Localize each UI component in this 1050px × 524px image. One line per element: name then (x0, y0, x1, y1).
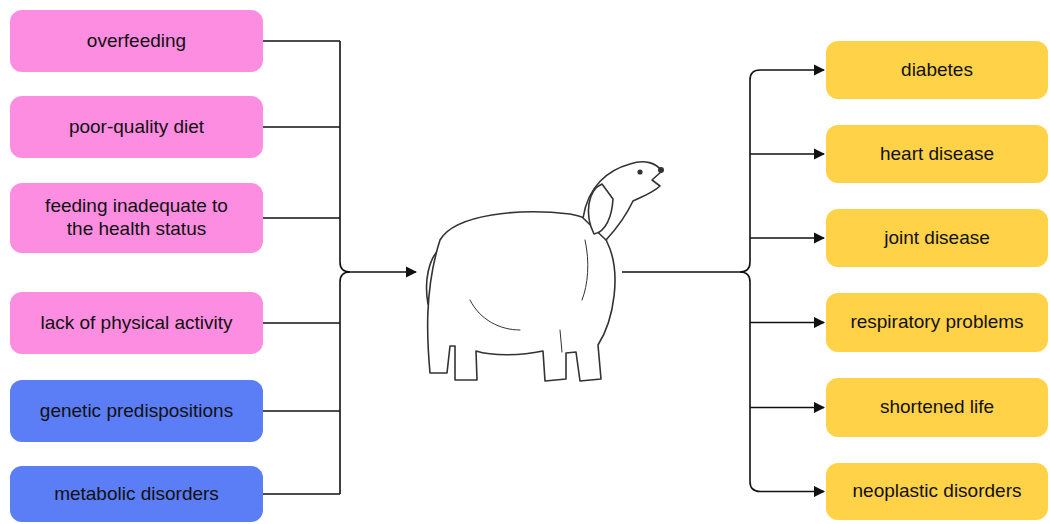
feeder-line (263, 322, 340, 324)
effect-box: shortened life (826, 378, 1048, 437)
cause-box: genetic predispositions (10, 380, 263, 442)
cause-box: poor-quality diet (10, 96, 263, 158)
dog-fold (470, 240, 588, 352)
feeder-line (263, 410, 340, 412)
arrow-line (750, 153, 824, 155)
box-label: feeding inadequate to the health status (30, 195, 243, 241)
effect-box: joint disease (826, 209, 1048, 267)
bracket-line (340, 41, 350, 272)
dog-body (428, 212, 615, 381)
feeder-line (263, 126, 340, 128)
effect-box: respiratory problems (826, 293, 1048, 352)
effect-box: neoplastic disorders (826, 463, 1048, 520)
box-label: diabetes (901, 59, 973, 82)
effect-box: heart disease (826, 125, 1048, 183)
effect-box: diabetes (826, 41, 1048, 99)
cause-box: lack of physical activity (10, 292, 263, 354)
arrow-line (350, 271, 416, 273)
bracket-line (740, 272, 760, 492)
dog-head (583, 162, 662, 240)
arrow-line (760, 491, 824, 493)
feeder-line (263, 493, 340, 495)
bracket-line (622, 70, 760, 272)
cause-box: overfeeding (10, 10, 263, 72)
box-label: joint disease (884, 227, 990, 250)
box-label: overfeeding (87, 30, 186, 53)
box-label: shortened life (880, 396, 994, 419)
dog-ear (588, 184, 613, 234)
bracket-line (340, 272, 350, 494)
box-label: metabolic disorders (54, 483, 219, 506)
cause-box: feeding inadequate to the health status (10, 183, 263, 253)
box-label: lack of physical activity (40, 312, 232, 335)
box-label: neoplastic disorders (853, 480, 1022, 503)
arrow-line (750, 322, 824, 324)
arrow-line (760, 69, 824, 71)
cause-box: metabolic disorders (10, 466, 263, 522)
dog-nose (659, 168, 663, 172)
box-label: genetic predispositions (40, 400, 233, 423)
box-label: poor-quality diet (69, 116, 204, 139)
feeder-line (263, 217, 340, 219)
arrow-line (750, 237, 824, 239)
box-label: respiratory problems (850, 311, 1023, 334)
feeder-line (263, 40, 340, 42)
arrow-line (750, 407, 824, 409)
box-label: heart disease (880, 143, 994, 166)
dog-eye (638, 170, 642, 174)
